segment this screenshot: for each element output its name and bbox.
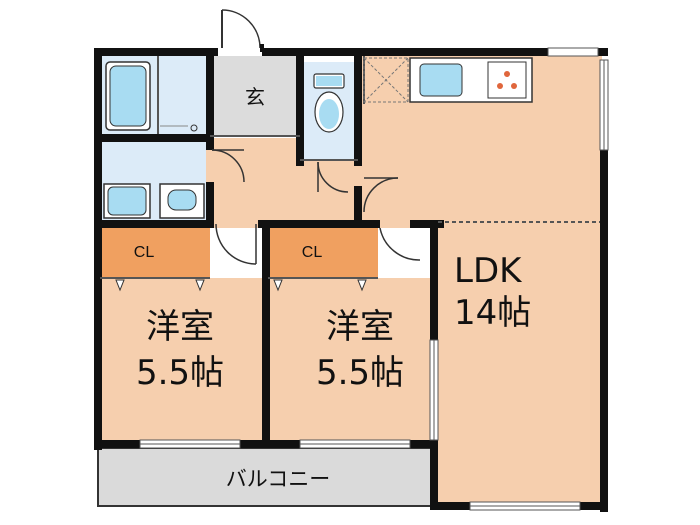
western-room-1-name: 洋室 xyxy=(146,307,214,347)
closet-1-label: CL xyxy=(134,244,155,261)
shower-icon xyxy=(160,124,198,132)
refrigerator-space-icon xyxy=(363,57,409,103)
front-door-icon xyxy=(218,9,264,56)
entrance-floor xyxy=(212,54,298,136)
toilet-icon xyxy=(308,66,352,156)
ldk-name: LDK xyxy=(454,251,523,291)
western-room-1-floor xyxy=(100,278,264,442)
western-room-1-size: 5.5帖 xyxy=(136,353,224,393)
ldk-size: 14帖 xyxy=(454,293,531,333)
western-room-2-floor xyxy=(268,278,432,442)
entrance-label: 玄 xyxy=(245,85,265,109)
closet-door-marks xyxy=(115,279,367,292)
closet-1 xyxy=(100,226,210,278)
washing-machine-icon xyxy=(103,183,151,219)
ldk-floor xyxy=(436,220,602,504)
western-room-2-size: 5.5帖 xyxy=(316,353,404,393)
stove-icon xyxy=(487,61,527,99)
sliding-window-icon xyxy=(139,47,609,511)
room1-door-icon xyxy=(214,220,258,265)
washroom-door-icon xyxy=(206,149,245,183)
ldk-door-icon xyxy=(363,177,399,213)
closet-2-label: CL xyxy=(302,244,323,261)
room2-door-icon xyxy=(379,220,421,261)
washbasin-icon xyxy=(159,183,205,219)
western-room-2-name: 洋室 xyxy=(326,307,394,347)
balcony-label: バルコニー xyxy=(226,467,331,491)
kitchen-sink-icon xyxy=(419,63,463,97)
closet-2 xyxy=(268,226,378,278)
toilet-door-icon xyxy=(317,161,349,193)
thin-partitions xyxy=(100,56,600,279)
bathtub-icon xyxy=(105,61,151,131)
